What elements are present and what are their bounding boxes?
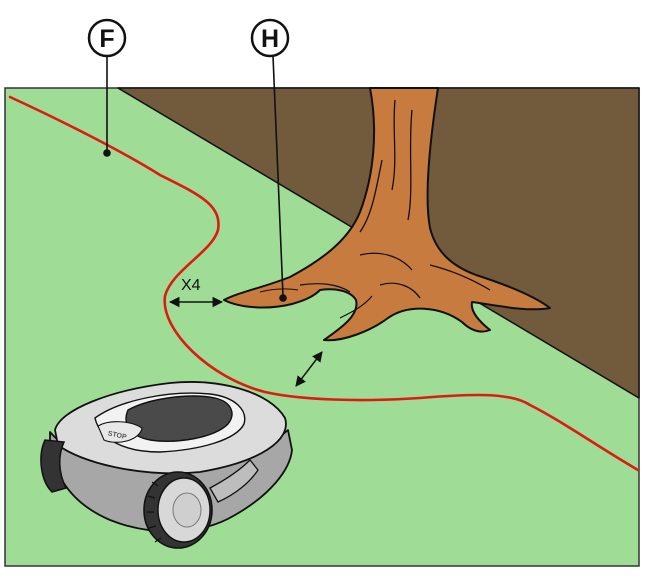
stop-button-label: STOP bbox=[107, 430, 127, 441]
tree-trunk bbox=[223, 87, 551, 342]
distance-arrow-to-tree bbox=[295, 351, 323, 387]
callout-h: H bbox=[250, 18, 290, 302]
tree-with-roots bbox=[223, 87, 551, 342]
boundary-wire bbox=[8, 95, 640, 472]
robotic-mower: STOP bbox=[40, 381, 293, 549]
callout-h-label: H bbox=[261, 25, 279, 53]
callout-f: F bbox=[87, 18, 127, 157]
callout-f-label: F bbox=[99, 25, 114, 53]
distance-label: X4 bbox=[181, 277, 201, 294]
